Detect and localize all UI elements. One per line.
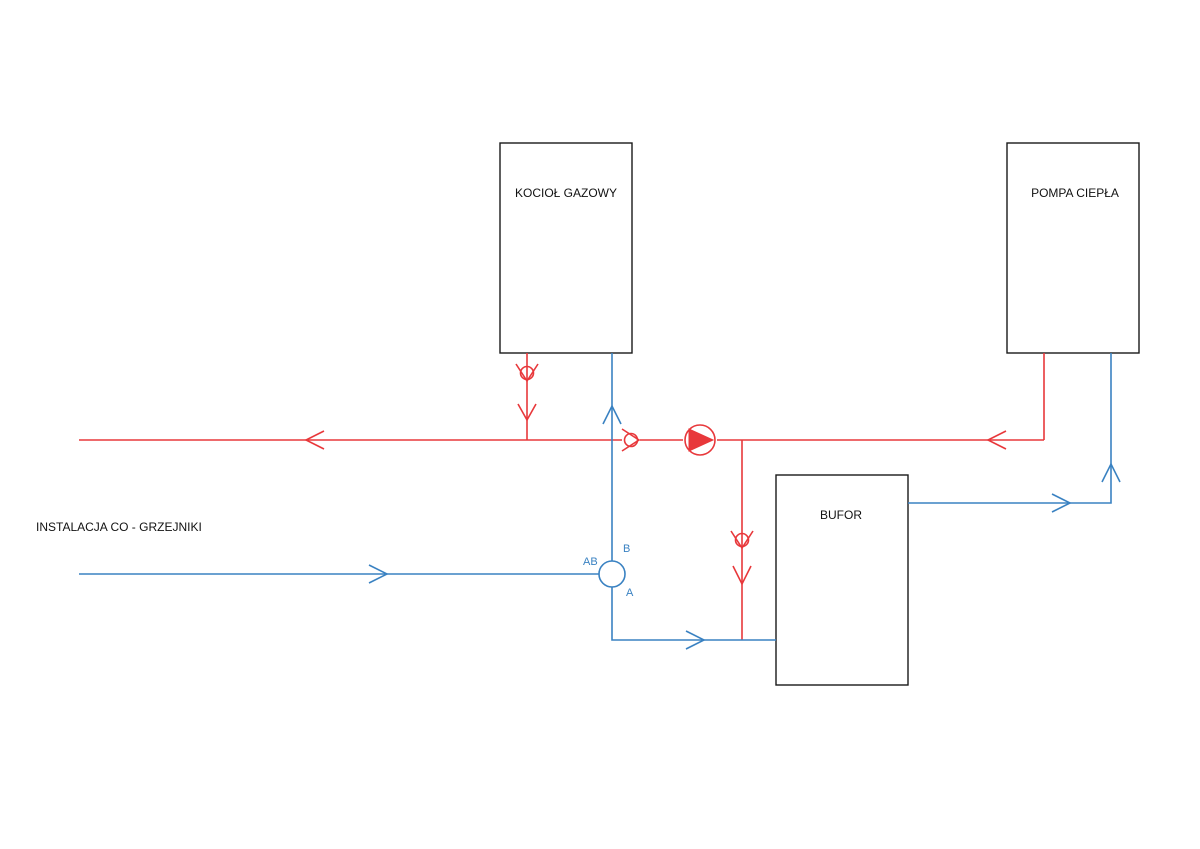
buffer-tank: BUFOR xyxy=(775,474,909,686)
check-valve-icon xyxy=(730,530,754,550)
heat-pump: POMPA CIEPŁA xyxy=(1006,142,1140,354)
flow-arrow-icon xyxy=(732,565,752,586)
buffer-return-pipe xyxy=(611,587,776,641)
valve-port-b: B xyxy=(623,543,630,555)
gas-boiler: KOCIOŁ GAZOWY xyxy=(499,142,633,354)
flow-arrow-icon xyxy=(517,403,537,422)
three-way-valve-icon xyxy=(598,560,626,588)
return-piping: AB B A xyxy=(79,353,1121,650)
buffer-label: BUFOR xyxy=(820,508,862,522)
flow-arrow-icon xyxy=(304,430,325,450)
heat-pump-label: POMPA CIEPŁA xyxy=(1031,186,1119,200)
valve-port-a: A xyxy=(626,587,634,599)
check-valve-icon xyxy=(515,363,539,383)
installation-label: INSTALACJA CO - GRZEJNIKI xyxy=(36,520,202,534)
supply-piping xyxy=(79,353,1045,640)
flow-arrow-icon xyxy=(1051,493,1072,513)
circulation-pump-icon xyxy=(684,424,716,456)
flow-arrow-icon xyxy=(1101,462,1121,483)
heat-pump-return-pipe xyxy=(908,353,1112,504)
flow-arrow-icon xyxy=(986,430,1007,450)
valve-port-ab: AB xyxy=(583,556,598,568)
flow-arrow-icon xyxy=(685,630,706,650)
flow-arrow-icon xyxy=(602,404,622,425)
check-valve-icon xyxy=(621,428,641,452)
flow-arrow-icon xyxy=(368,564,389,584)
gas-boiler-label: KOCIOŁ GAZOWY xyxy=(515,186,617,200)
